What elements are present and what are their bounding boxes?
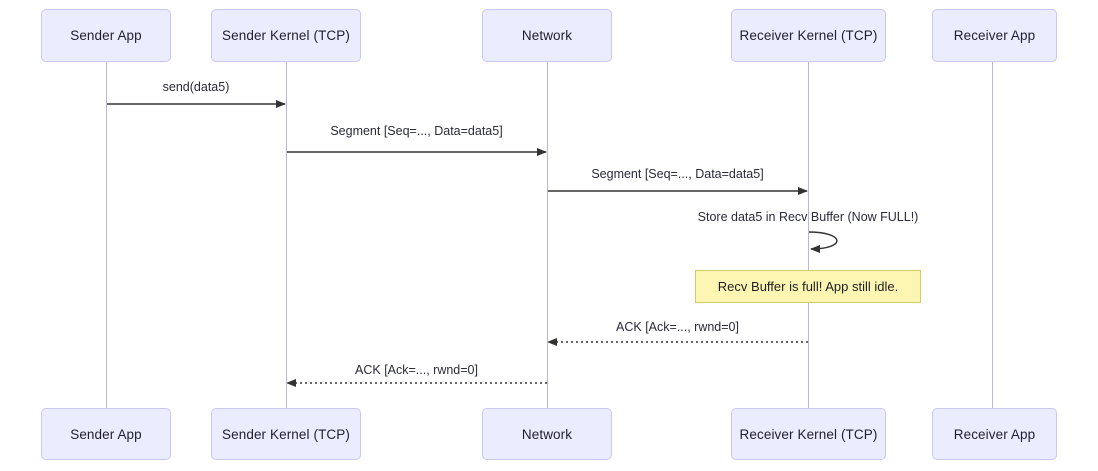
message-label-m5: ACK [Ack=..., rwnd=0]: [616, 320, 739, 334]
footer-actor-network[interactable]: Network: [482, 408, 612, 460]
message-label-m3: Segment [Seq=..., Data=data5]: [591, 167, 764, 181]
header-actor-label: Receiver Kernel (TCP): [739, 28, 878, 43]
lifeline-receiver-app: [992, 62, 993, 408]
lifeline-receiver-kernel: [808, 62, 809, 408]
self-message-loop-m4: [807, 231, 838, 253]
message-label-m1: send(data5): [162, 80, 230, 94]
lifeline-network: [547, 62, 548, 408]
lifeline-sender-kernel: [286, 62, 287, 408]
header-actor-network[interactable]: Network: [482, 9, 612, 62]
header-actor-label: Network: [521, 28, 573, 43]
note-recv-buffer-full: Recv Buffer is full! App still idle.: [695, 270, 921, 303]
header-actor-label: Sender App: [70, 28, 142, 43]
footer-actor-label: Receiver Kernel (TCP): [739, 426, 878, 442]
footer-actor-label: Network: [521, 426, 573, 442]
message-label-m2: Segment [Seq=..., Data=data5]: [330, 124, 503, 138]
lifeline-sender-app: [106, 62, 107, 408]
footer-actor-sender-app[interactable]: Sender App: [41, 408, 171, 460]
footer-actor-label: Receiver App: [953, 426, 1036, 442]
footer-actor-receiver-kernel[interactable]: Receiver Kernel (TCP): [731, 408, 886, 460]
self-message-label: Store data5 in Recv Buffer (Now FULL!): [697, 210, 919, 224]
header-actor-label: Sender Kernel (TCP): [222, 28, 350, 43]
header-actor-sender-kernel[interactable]: Sender Kernel (TCP): [211, 9, 361, 62]
footer-actor-sender-kernel[interactable]: Sender Kernel (TCP): [211, 408, 361, 460]
footer-actor-label: Sender App: [70, 426, 142, 442]
message-label-m6: ACK [Ack=..., rwnd=0]: [355, 363, 478, 377]
header-actor-sender-app[interactable]: Sender App: [41, 9, 171, 62]
header-actor-receiver-kernel[interactable]: Receiver Kernel (TCP): [731, 9, 886, 62]
footer-actor-receiver-app[interactable]: Receiver App: [932, 408, 1057, 460]
header-actor-receiver-app[interactable]: Receiver App: [932, 9, 1057, 62]
note-text: Recv Buffer is full! App still idle.: [717, 279, 899, 294]
footer-actor-label: Sender Kernel (TCP): [222, 426, 350, 442]
header-actor-label: Receiver App: [953, 28, 1036, 43]
